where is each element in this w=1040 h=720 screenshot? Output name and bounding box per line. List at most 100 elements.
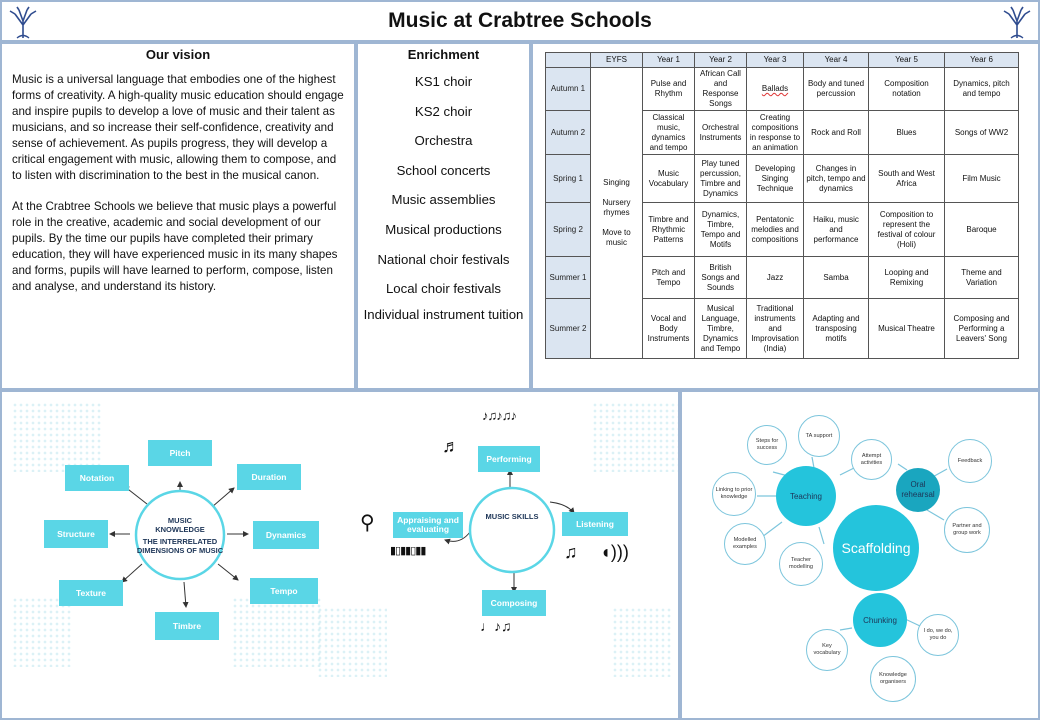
table-cell: Jazz [746, 256, 804, 299]
conductor-icon: ♬ [442, 436, 460, 456]
table-cell: Ballads [746, 67, 804, 111]
table-header: Year 3 [746, 52, 804, 68]
table-header: EYFS [590, 52, 643, 68]
table-cell: Film Music [944, 154, 1019, 203]
eyfs-cell: Singing Nursery rhymes Move to music [590, 67, 643, 359]
table-header: Year 5 [868, 52, 945, 68]
table-cell: Dynamics, pitch and tempo [944, 67, 1019, 111]
knowledge-organisers-node: Knowledge organisers [870, 656, 916, 702]
term-cell: Autumn 2 [545, 110, 591, 155]
table-cell: Dynamics, Timbre, Tempo and Motifs [694, 202, 747, 257]
choir-icon: ♪♫♪♫♪ [482, 408, 517, 423]
table-cell: Baroque [944, 202, 1019, 257]
enrichment-item: Individual instrument tuition [363, 306, 524, 322]
table-header: Year 6 [944, 52, 1019, 68]
music-skills-center: MUSIC SKILLS [485, 511, 539, 521]
dimension-dynamics: Dynamics [253, 521, 319, 549]
table-cell: Vocal and Body Instruments [642, 298, 695, 359]
ear-icon: ◖))) [600, 542, 629, 562]
enrichment-item: Local choir festivals [385, 281, 502, 297]
composer-icon: ♩♪♫ [480, 618, 512, 634]
table-cell: Pentatonic melodies and compositions [746, 202, 804, 257]
table-header [545, 52, 591, 68]
table-cell: Traditional instruments and Improvisatio… [746, 298, 804, 359]
key-vocabulary-node: Key vocabulary [806, 629, 848, 671]
table-cell: Pulse and Rhythm [642, 67, 695, 111]
table-cell: Looping and Remixing [868, 256, 945, 299]
curriculum-table: EYFS Year 1 Year 2 Year 3 Year 4 Year 5 … [545, 52, 1019, 359]
table-cell: Rock and Roll [803, 110, 869, 155]
table-cell: Classical music, dynamics and tempo [642, 110, 695, 155]
soundwave-icon: ▮▯▮▮▯▮▮ [390, 545, 426, 557]
header-bar: Music at Crabtree Schools [0, 0, 1040, 42]
dimension-structure: Structure [44, 520, 108, 548]
chunking-node: Chunking [853, 593, 907, 647]
table-cell: Orchestral Instruments [694, 110, 747, 155]
magnifier-icon: ⚲ [360, 512, 375, 534]
steps-for-success-node: Steps for success [747, 425, 787, 465]
table-cell: Music Vocabulary [642, 154, 695, 203]
tree-logo-icon [9, 6, 37, 39]
dot-pattern [612, 607, 672, 677]
linking-prior-knowledge-node: Linking to prior knowledge [712, 472, 756, 516]
table-cell: Composition notation [868, 67, 945, 111]
ta-support-node: TA support [798, 415, 840, 457]
teacher-modelling-node: Teacher modelling [779, 542, 823, 586]
center-subtitle: THE INTERRELATED DIMENSIONS OF MUSIC [136, 537, 224, 555]
center-title: MUSIC KNOWLEDGE [155, 516, 205, 534]
oral-rehearsal-node: Oral rehearsal [896, 468, 940, 512]
teaching-node: Teaching [776, 466, 836, 526]
dimension-notation: Notation [65, 465, 129, 491]
vision-heading: Our vision [145, 47, 211, 62]
dimension-tempo: Tempo [250, 578, 318, 604]
enrichment-item: KS2 choir [414, 103, 473, 119]
dimension-texture: Texture [59, 580, 123, 606]
partner-group-work-node: Partner and group work [944, 507, 990, 553]
term-cell: Summer 1 [545, 256, 591, 299]
table-cell: Body and tuned percussion [803, 67, 869, 111]
page-title: Music at Crabtree Schools [388, 9, 652, 32]
table-cell: African Call and Response Songs [694, 67, 747, 111]
term-cell: Spring 2 [545, 202, 591, 257]
skill-appraising: Appraising and evaluating [393, 512, 463, 538]
table-cell: Developing Singing Technique [746, 154, 804, 203]
table-cell: Blues [868, 110, 945, 155]
table-cell: Play tuned percussion, Timbre and Dynami… [694, 154, 747, 203]
modelled-examples-node: Modelled examples [724, 523, 766, 565]
skill-listening: Listening [562, 512, 628, 536]
enrichment-panel: Enrichment KS1 choir KS2 choir Orchestra… [356, 42, 531, 390]
term-cell: Spring 1 [545, 154, 591, 203]
table-cell: Theme and Variation [944, 256, 1019, 299]
table-header: Year 2 [694, 52, 747, 68]
vision-panel: Our vision Music is a universal language… [0, 42, 356, 390]
dimension-timbre: Timbre [155, 612, 219, 640]
enrichment-item: School concerts [396, 162, 491, 178]
table-cell: British Songs and Sounds [694, 256, 747, 299]
enrichment-item: Music assemblies [391, 192, 496, 208]
vision-paragraph: At the Crabtree Schools we believe that … [12, 200, 338, 293]
table-cell: Pitch and Tempo [642, 256, 695, 299]
enrichment-heading: Enrichment [407, 47, 480, 62]
skill-performing: Performing [478, 446, 540, 472]
table-cell: Musical Language, Timbre, Dynamics and T… [694, 298, 747, 359]
dot-pattern [12, 597, 72, 667]
table-cell: Creating compositions in response to an … [746, 110, 804, 155]
scaffold-main-node: Scaffolding [833, 505, 919, 591]
diagram-arrows [109, 469, 575, 608]
dot-pattern [12, 402, 102, 472]
table-cell: Composition to represent the festival of… [868, 202, 945, 257]
table-header: Year 4 [803, 52, 869, 68]
dimensions-skills-panel: MUSIC KNOWLEDGE THE INTERRELATED DIMENSI… [0, 390, 680, 720]
term-cell: Summer 2 [545, 298, 591, 359]
enrichment-item: KS1 choir [414, 74, 473, 89]
enrichment-list: KS1 choir KS2 choir Orchestra School con… [358, 68, 529, 345]
curriculum-panel: EYFS Year 1 Year 2 Year 3 Year 4 Year 5 … [531, 42, 1040, 390]
dot-pattern [592, 402, 678, 472]
tree-logo-icon [1003, 6, 1031, 39]
table-cell: Songs of WW2 [944, 110, 1019, 155]
attempt-activities-node: Attempt activities [851, 439, 892, 480]
